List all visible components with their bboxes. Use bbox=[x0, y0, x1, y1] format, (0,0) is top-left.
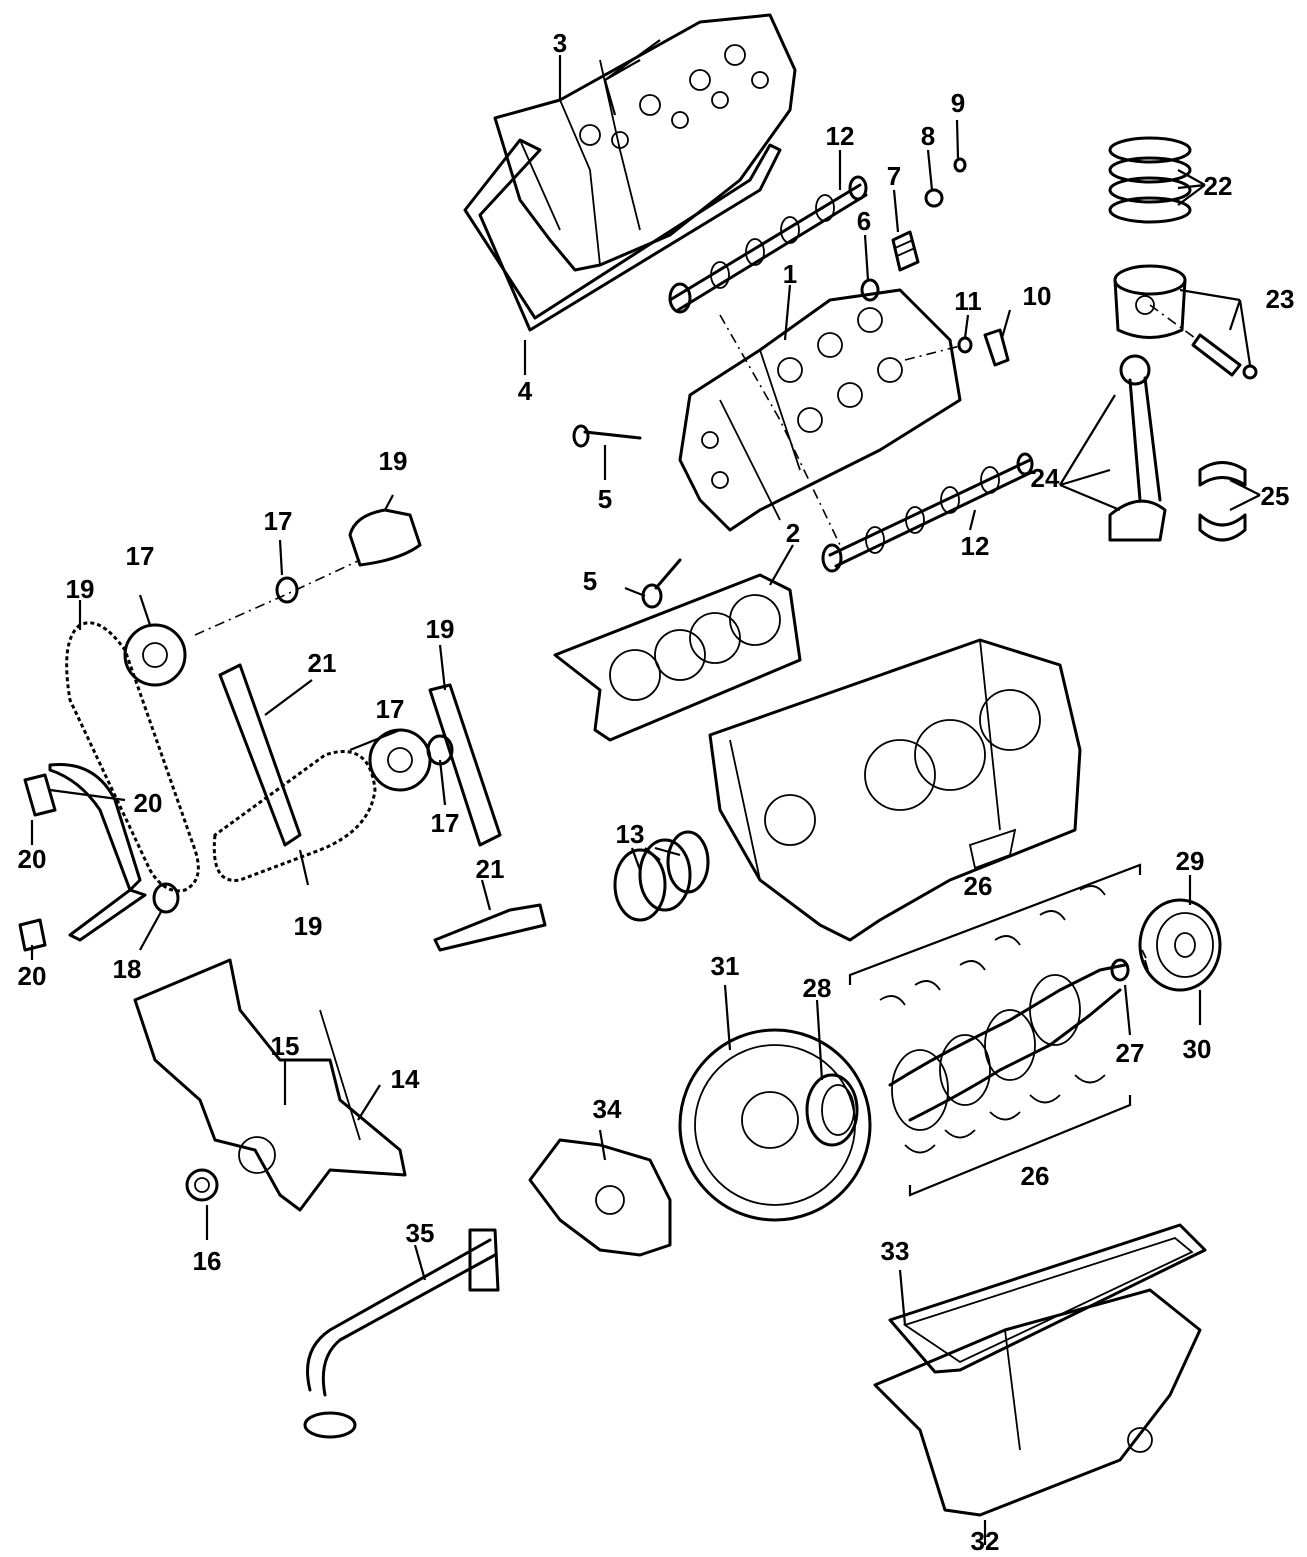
callout-5-upper: 5 bbox=[598, 484, 612, 514]
callout-25: 25 bbox=[1261, 481, 1290, 511]
callout-34: 34 bbox=[593, 1094, 622, 1124]
connecting-rod bbox=[1108, 354, 1167, 542]
callout-17-right: 17 bbox=[431, 808, 460, 838]
callout-20-lower: 20 bbox=[18, 961, 47, 991]
timing-chain-center bbox=[212, 750, 377, 882]
valve-lower bbox=[641, 558, 682, 609]
cylinder-head bbox=[678, 288, 962, 532]
callout-1: 1 bbox=[783, 259, 797, 289]
lifter bbox=[860, 278, 880, 302]
callout-9: 9 bbox=[951, 88, 965, 118]
callout-26-upper: 26 bbox=[964, 871, 993, 901]
callout-13: 13 bbox=[616, 819, 645, 849]
callout-19-right: 19 bbox=[426, 614, 455, 644]
valve-cover bbox=[493, 13, 797, 272]
callout-3: 3 bbox=[553, 28, 567, 58]
chain-guide-21-lower bbox=[433, 903, 547, 952]
callout-8: 8 bbox=[921, 121, 935, 151]
head-gasket bbox=[553, 573, 802, 742]
callout-16: 16 bbox=[193, 1246, 222, 1276]
oil-pickup-tube bbox=[303, 1228, 500, 1439]
callout-21-upper: 21 bbox=[308, 648, 337, 678]
callout-27: 27 bbox=[1116, 1038, 1145, 1068]
callout-19-top: 19 bbox=[379, 446, 408, 476]
piston bbox=[1113, 264, 1258, 380]
tensioner-left bbox=[23, 773, 57, 817]
callout-22: 22 bbox=[1204, 171, 1233, 201]
harmonic-balancer bbox=[1138, 898, 1222, 992]
callout-18: 18 bbox=[113, 954, 142, 984]
tensioner-arm-left bbox=[48, 762, 142, 892]
retainer bbox=[924, 188, 944, 208]
callout-2: 2 bbox=[786, 518, 800, 548]
timing-chain-left bbox=[65, 621, 200, 893]
valve-upper bbox=[572, 424, 642, 448]
crankshaft bbox=[888, 958, 1130, 1131]
callout-5-lower: 5 bbox=[583, 566, 597, 596]
callout-12-lower: 12 bbox=[961, 531, 990, 561]
callout-17-top: 17 bbox=[264, 506, 293, 536]
cam-bearings bbox=[613, 830, 710, 922]
main-bearings-upper bbox=[879, 885, 1106, 1006]
oil-pan-gasket bbox=[888, 1223, 1207, 1374]
crank-seal-16 bbox=[185, 1168, 219, 1202]
callout-21-lower: 21 bbox=[476, 854, 505, 884]
camshaft-upper bbox=[668, 175, 868, 314]
chain-guide-21-upper bbox=[218, 663, 302, 847]
washer-17-top bbox=[275, 576, 299, 604]
chain-guide-19-right bbox=[428, 683, 502, 847]
callout-7: 7 bbox=[887, 161, 901, 191]
callout-33: 33 bbox=[881, 1236, 910, 1266]
callout-labels: 3 4 12 9 8 7 6 1 11 10 22 23 24 25 5 12 … bbox=[18, 28, 1295, 1556]
callout-28: 28 bbox=[803, 973, 832, 1003]
sprocket-left bbox=[123, 623, 187, 687]
callout-15: 15 bbox=[271, 1031, 300, 1061]
rear-main-seal bbox=[805, 1073, 859, 1147]
callout-31: 31 bbox=[711, 951, 740, 981]
washer-18 bbox=[152, 882, 180, 914]
oil-pan bbox=[873, 1288, 1202, 1517]
valve-spring bbox=[891, 230, 920, 272]
keeper bbox=[953, 157, 967, 173]
callout-11: 11 bbox=[954, 286, 982, 316]
valve-cover-gasket bbox=[463, 138, 782, 332]
guide-arm-lower bbox=[68, 888, 147, 942]
bracket-10 bbox=[983, 328, 1010, 367]
callout-24: 24 bbox=[1031, 463, 1060, 493]
callout-19-bottom: 19 bbox=[294, 911, 323, 941]
callout-4: 4 bbox=[518, 376, 533, 406]
rod-bearings bbox=[1198, 461, 1247, 542]
chain-guide-19-top bbox=[348, 508, 422, 567]
leader-lines bbox=[30, 39, 1261, 1545]
callout-10: 10 bbox=[1023, 281, 1052, 311]
callout-20-middle: 20 bbox=[134, 788, 163, 818]
callout-26-lower: 26 bbox=[1021, 1161, 1050, 1191]
camshaft-lower bbox=[821, 452, 1034, 573]
callout-17-left: 17 bbox=[126, 541, 155, 571]
seal-11 bbox=[957, 336, 973, 354]
flexplate bbox=[678, 1028, 872, 1222]
tensioner-lower bbox=[18, 918, 47, 952]
piston-rings bbox=[1108, 136, 1192, 224]
callout-19-left: 19 bbox=[66, 574, 95, 604]
callout-30: 30 bbox=[1183, 1034, 1212, 1064]
main-bearings-lower bbox=[904, 1074, 1106, 1154]
engine-block bbox=[708, 638, 1082, 942]
callout-12-upper: 12 bbox=[826, 121, 855, 151]
callout-29: 29 bbox=[1176, 846, 1205, 876]
timing-cover bbox=[133, 958, 407, 1212]
callout-35: 35 bbox=[406, 1218, 435, 1248]
callout-17-center: 17 bbox=[376, 694, 405, 724]
callout-14: 14 bbox=[391, 1064, 420, 1094]
callout-6: 6 bbox=[857, 206, 871, 236]
callout-23: 23 bbox=[1266, 284, 1295, 314]
callout-32: 32 bbox=[971, 1526, 1000, 1556]
callout-20-upper: 20 bbox=[18, 844, 47, 874]
oil-pump bbox=[528, 1138, 672, 1257]
